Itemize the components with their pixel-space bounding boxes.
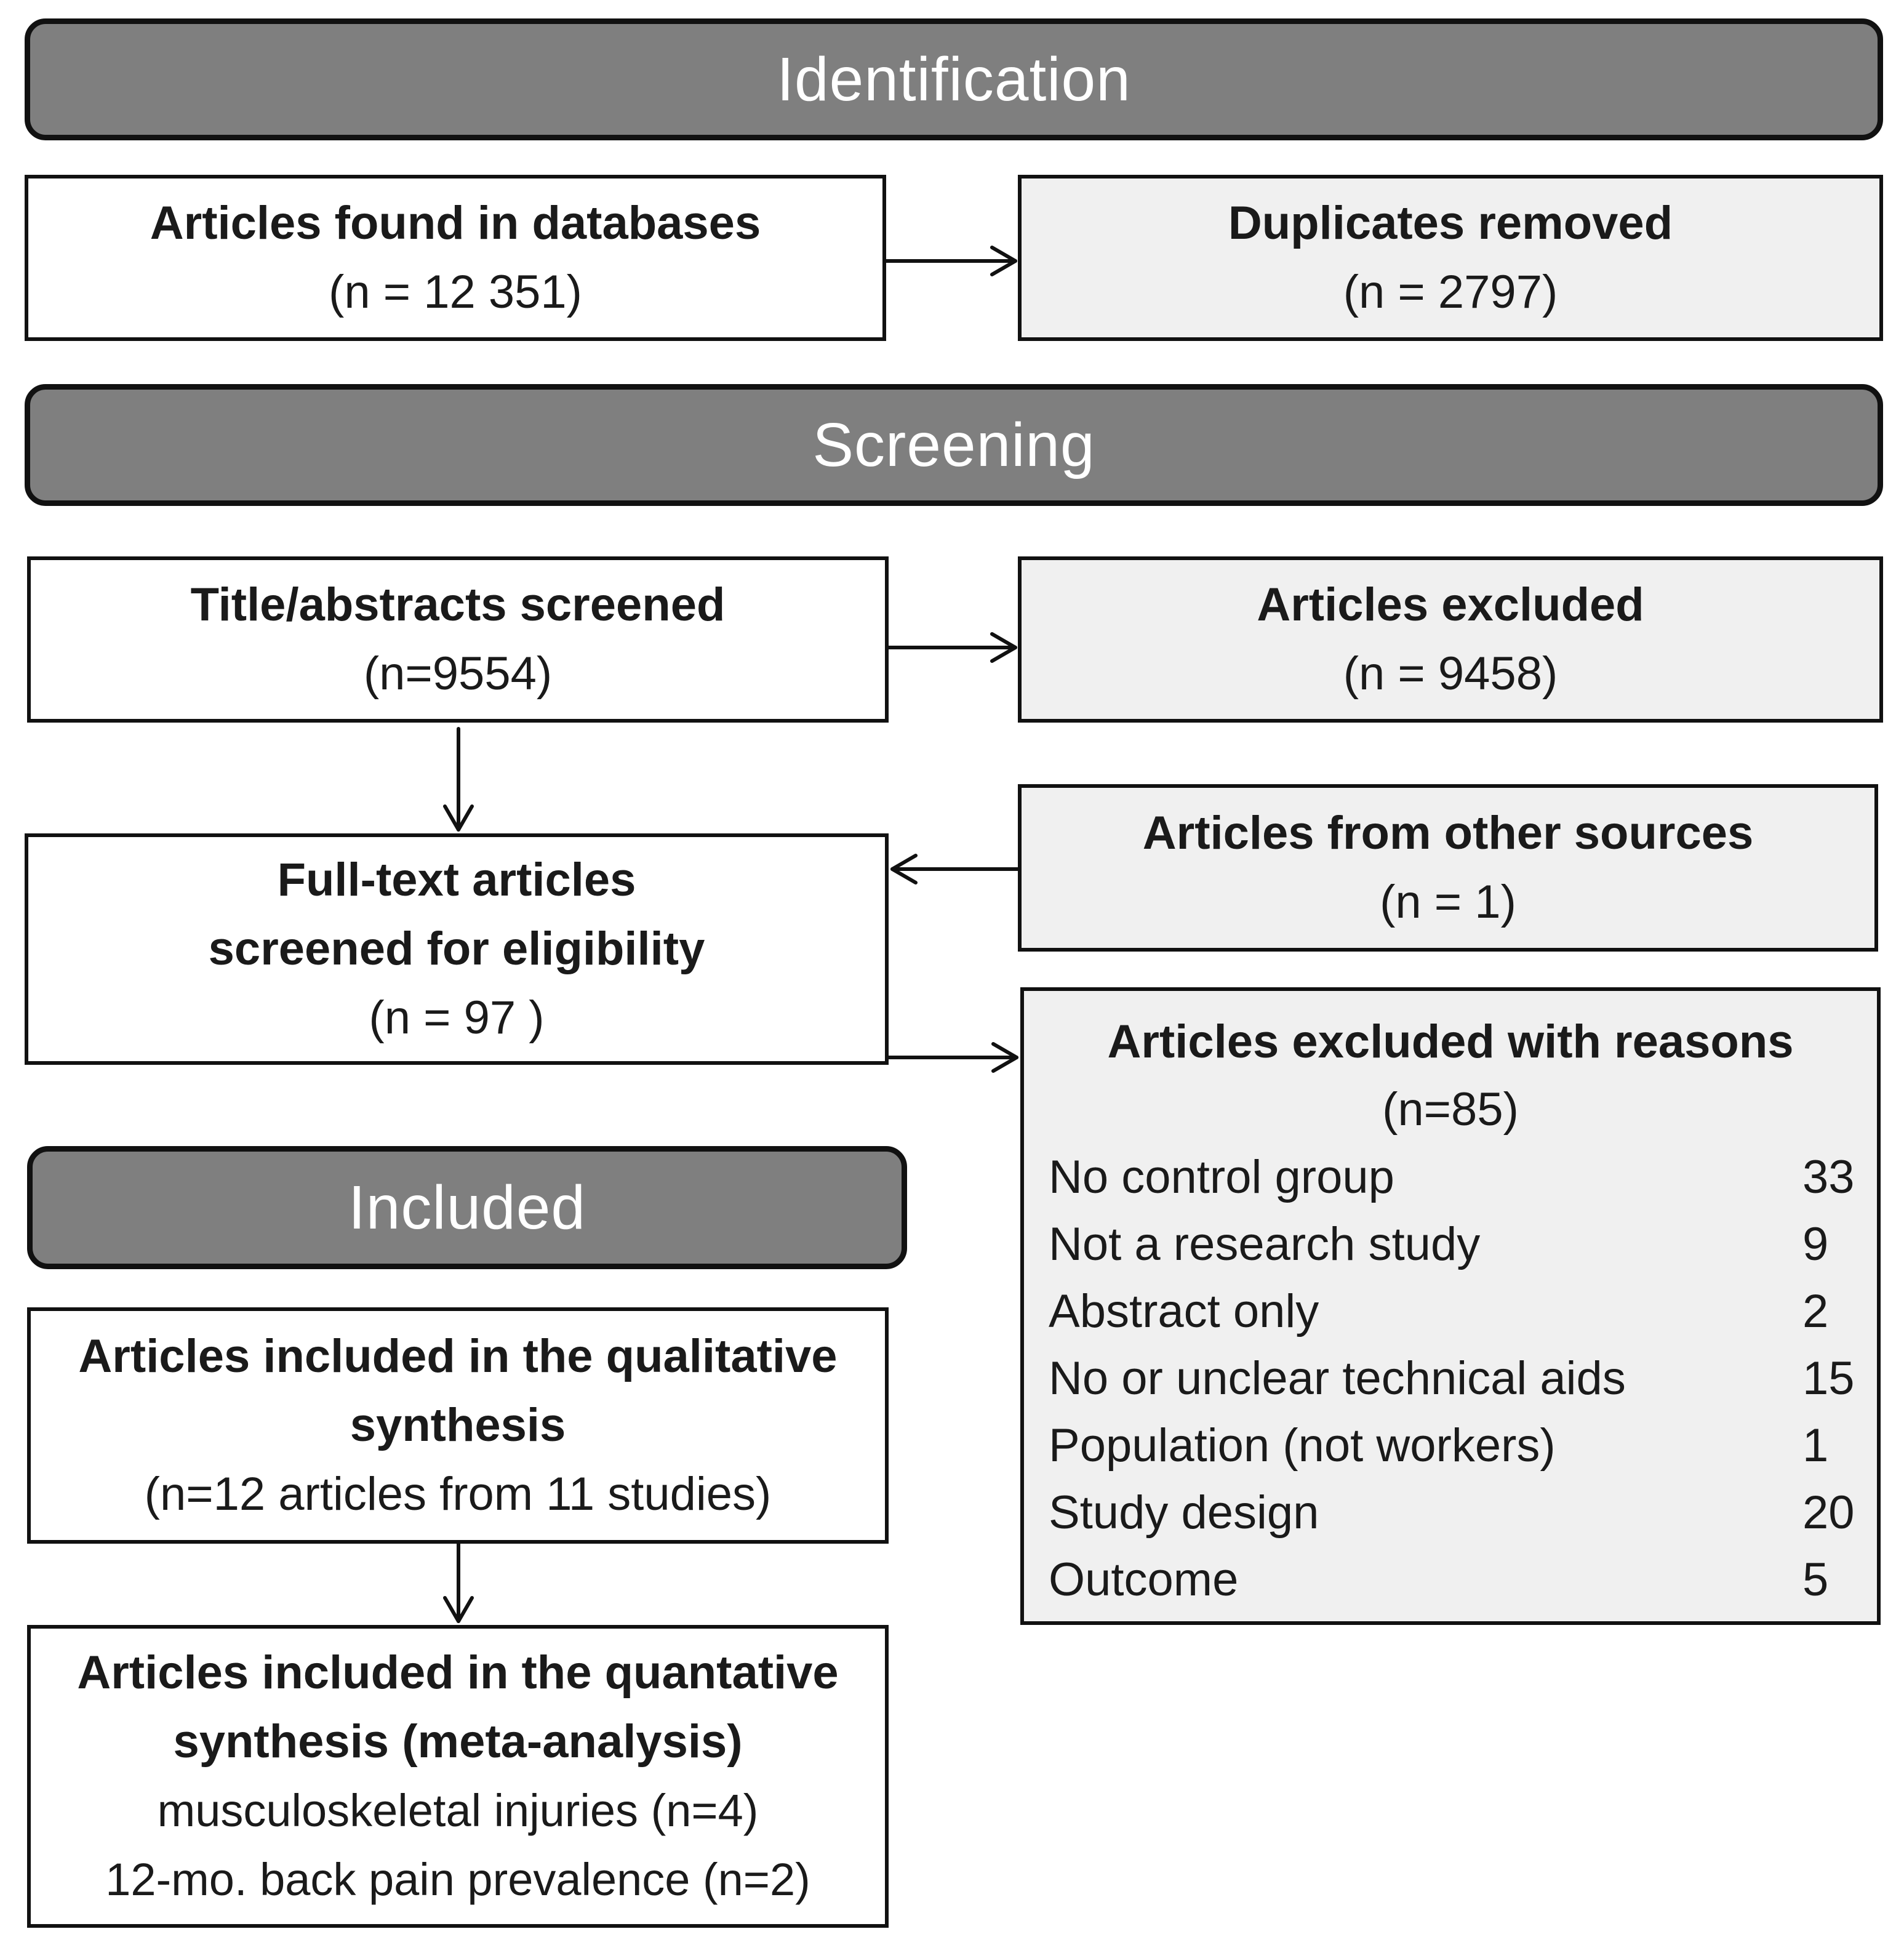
box-articles-other-sources: Articles from other sources (n = 1) [1018, 784, 1878, 952]
reason-row: Outcome 5 [1049, 1546, 1840, 1614]
box-quantitative-synthesis: Articles included in the quantative synt… [27, 1625, 889, 1928]
arrowhead-screened-to-fulltext [443, 804, 474, 832]
reason-count: 20 [1802, 1486, 1855, 1539]
reason-label: Study design [1049, 1486, 1319, 1539]
phase-included-label: Included [348, 1173, 586, 1242]
box-quantitative-title-line2: synthesis (meta-analysis) [173, 1715, 743, 1768]
reason-row: No control group 33 [1049, 1144, 1855, 1211]
box-qualitative-synthesis: Articles included in the qualitative syn… [27, 1307, 889, 1544]
reason-row: Abstract only 2 [1049, 1278, 1840, 1345]
box-articles-found-count: (n = 12 351) [329, 266, 582, 318]
box-full-text-articles: Full-text articles screened for eligibil… [25, 833, 889, 1065]
box-title-abstracts-screened-count: (n=9554) [363, 648, 553, 700]
reason-label: Not a research study [1049, 1218, 1481, 1270]
reason-label: No control group [1049, 1151, 1394, 1203]
box-articles-other-sources-title: Articles from other sources [1142, 807, 1754, 859]
box-qualitative-title-line1: Articles included in the qualitative [78, 1330, 838, 1382]
box-quantitative-line4: 12-mo. back pain prevalence (n=2) [105, 1854, 810, 1905]
box-duplicates-removed-title: Duplicates removed [1228, 197, 1673, 249]
phase-screening: Screening [25, 384, 1883, 506]
arrowhead-qualitative-to-quantitative [443, 1596, 474, 1623]
box-quantitative-line3: musculoskeletal injuries (n=4) [157, 1785, 759, 1836]
box-articles-excluded-count: (n = 9458) [1343, 648, 1558, 700]
reason-row: No or unclear technical aids 15 [1049, 1345, 1855, 1413]
box-duplicates-removed-count: (n = 2797) [1343, 266, 1558, 318]
phase-identification: Identification [25, 18, 1883, 140]
reason-label: No or unclear technical aids [1049, 1352, 1626, 1405]
box-articles-found-title: Articles found in databases [150, 197, 761, 249]
reason-count: 2 [1802, 1285, 1829, 1337]
box-articles-excluded: Articles excluded (n = 9458) [1018, 556, 1883, 723]
arrowhead-fulltext-to-reasons [991, 1042, 1018, 1073]
reason-count: 1 [1802, 1419, 1829, 1472]
box-title-abstracts-screened: Title/abstracts screened (n=9554) [27, 556, 889, 723]
box-excluded-with-reasons: Articles excluded with reasons (n=85) No… [1020, 987, 1881, 1625]
reason-row: Study design 20 [1049, 1479, 1855, 1547]
reason-label: Abstract only [1049, 1285, 1319, 1337]
box-excluded-with-reasons-count: (n=85) [1382, 1083, 1519, 1136]
reason-count: 9 [1802, 1218, 1829, 1270]
box-articles-other-sources-count: (n = 1) [1380, 876, 1516, 928]
reason-count: 5 [1802, 1554, 1829, 1606]
phase-identification-label: Identification [777, 44, 1131, 114]
box-full-text-count: (n = 97 ) [369, 992, 545, 1044]
reason-row: Population (not workers) 1 [1049, 1412, 1840, 1480]
arrowhead-screened-to-excluded [990, 632, 1017, 663]
box-full-text-title-line2: screened for eligibility [208, 923, 705, 975]
box-articles-found: Articles found in databases (n = 12 351) [25, 175, 886, 341]
box-quantitative-title-line1: Articles included in the quantative [77, 1646, 839, 1699]
reason-count: 33 [1802, 1151, 1855, 1203]
phase-screening-label: Screening [812, 410, 1095, 479]
box-qualitative-count: (n=12 articles from 11 studies) [144, 1468, 772, 1520]
arrowhead-other-to-fulltext [890, 854, 918, 884]
reason-label: Population (not workers) [1049, 1419, 1556, 1472]
box-articles-excluded-title: Articles excluded [1257, 579, 1644, 631]
reason-row: Not a research study 9 [1049, 1211, 1840, 1278]
reason-label: Outcome [1049, 1554, 1239, 1606]
box-qualitative-title-line2: synthesis [350, 1399, 566, 1451]
box-excluded-with-reasons-title: Articles excluded with reasons [1107, 1016, 1794, 1068]
box-full-text-title-line1: Full-text articles [277, 854, 636, 906]
box-duplicates-removed: Duplicates removed (n = 2797) [1018, 175, 1883, 341]
box-title-abstracts-screened-title: Title/abstracts screened [190, 579, 726, 631]
reason-count: 15 [1802, 1352, 1855, 1405]
arrowhead-found-to-duplicates [990, 246, 1017, 276]
phase-included: Included [27, 1146, 907, 1269]
